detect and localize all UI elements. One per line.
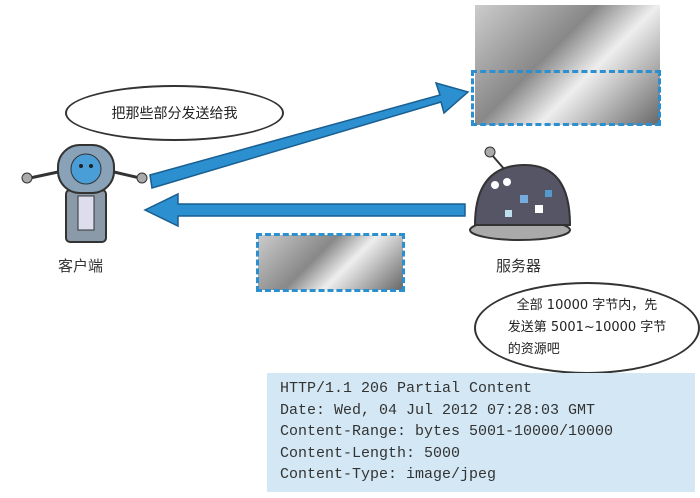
client-robot-icon [21,144,148,243]
server-speech-line: 发送第 5001~10000 字节 [507,320,667,335]
server-speech-bubble: 全部 10000 字节内，先 发送第 5001~10000 字节 的资源吧 [474,282,700,374]
content-length-header: Content-Length: 5000 [280,444,461,462]
content-range-header: Content-Range: bytes 5001-10000/10000 [280,423,614,440]
client-speech-bubble: 把那些部分发送给我 [65,85,284,141]
requested-range-highlight [471,70,661,126]
server-robot-icon [469,146,572,241]
server-speech-line: 的资源吧 [507,342,560,357]
partial-image-border [256,233,405,292]
http-response-box: HTTP/1.1 206 Partial Content Date: Wed, … [267,373,695,492]
date-header: Date: Wed, 04 Jul 2012 07:28:03 GMT [280,401,596,419]
status-line: HTTP/1.1 206 Partial Content [280,380,533,397]
client-label: 客户端 [58,257,104,275]
server-speech-line: 全部 10000 字节内，先 [516,298,658,313]
server-label: 服务器 [496,257,542,275]
request-arrow [149,81,470,189]
partial-image [258,235,403,290]
client-speech-text: 把那些部分发送给我 [111,106,238,122]
full-image [475,5,660,125]
response-arrow [143,192,466,228]
content-type-header: Content-Type: image/jpeg [280,466,497,483]
